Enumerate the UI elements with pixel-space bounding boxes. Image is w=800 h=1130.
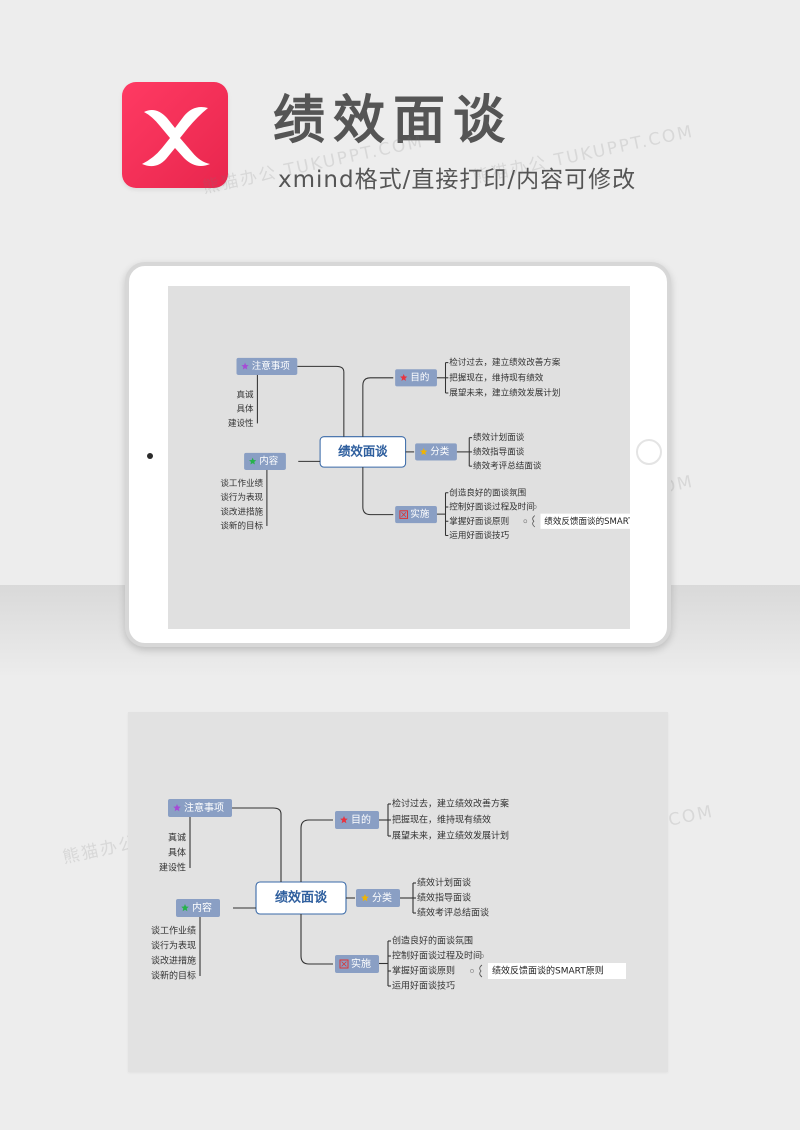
branch-zhuyi — [236, 357, 298, 375]
connector-line — [232, 807, 282, 882]
connector-line — [297, 365, 345, 437]
topic-label: 把握现在，维持现有绩效 — [392, 814, 491, 826]
priority-icon — [341, 961, 347, 967]
topic-label: 真诚 — [168, 832, 186, 844]
topic-label: 谈行为表现 — [220, 491, 263, 503]
branch-mudi — [335, 811, 379, 829]
preview-card: 绩效面谈 注意事项内容 真诚具体建设性谈工作业绩谈行为表现谈改进措施谈新的目标 目的分… — [128, 712, 668, 1072]
topic-label: 掌握好面谈原则 — [449, 515, 509, 527]
callout-box — [540, 513, 630, 529]
topic-label: 谈新的目标 — [151, 970, 196, 982]
home-button — [636, 439, 662, 465]
topic-label: 展望未来，建立绩效发展计划 — [449, 387, 560, 399]
star-icon — [249, 457, 257, 465]
topic-label: 真诚 — [237, 388, 255, 400]
camera-dot — [147, 453, 153, 459]
branch-shishi-label: 实施 — [410, 508, 430, 520]
topic-label: 谈新的目标 — [220, 520, 263, 532]
topic-label: 绩效考评总结面谈 — [417, 907, 489, 919]
priority-icon — [339, 959, 349, 969]
topic-label: 谈改进措施 — [220, 505, 263, 517]
branch-neirong — [244, 452, 286, 470]
star-icon — [400, 374, 408, 381]
priority-icon — [401, 512, 407, 518]
priority-icon — [399, 510, 408, 519]
brace-icon — [479, 964, 483, 978]
topic-label: 绩效指导面谈 — [473, 445, 525, 457]
collapse-dot — [470, 969, 474, 973]
connector-line — [362, 377, 394, 437]
callout-label: 绩效反馈面谈的SMART原则 — [492, 965, 604, 977]
topic-label: 具体 — [168, 847, 186, 859]
branch-zhuyi-label: 注意事项 — [184, 801, 224, 814]
topic-label: 绩效计划面谈 — [417, 877, 471, 889]
page-title: 绩效面谈 — [273, 91, 514, 151]
connector-line — [362, 467, 394, 516]
topic-label: 创造良好的面谈氛围 — [449, 486, 526, 498]
topic-label: 谈工作业绩 — [151, 925, 196, 937]
branch-fenlei-label: 分类 — [430, 445, 450, 457]
branch-mudi — [395, 369, 437, 387]
collapse-dot — [523, 519, 528, 524]
topic-label: 建设性 — [159, 862, 186, 874]
branch-mudi-label: 目的 — [410, 371, 429, 383]
branch-fenlei — [356, 889, 400, 907]
tablet-screen: 绩效面谈 注意事项内容 真诚具体建设性谈工作业绩谈行为表现谈改进措施谈新的目标 目的分… — [168, 286, 630, 629]
collapse-dot — [532, 505, 537, 509]
topic-label: 绩效指导面谈 — [417, 892, 471, 904]
branch-zhuyi-label: 注意事项 — [252, 360, 291, 372]
brace-icon — [532, 515, 536, 528]
topic-label: 谈行为表现 — [151, 940, 196, 952]
branch-neirong-label: 内容 — [192, 901, 212, 914]
star-icon — [241, 362, 249, 370]
branch-neirong — [176, 899, 220, 917]
tablet-frame: 绩效面谈 注意事项内容 真诚具体建设性谈工作业绩谈行为表现谈改进措施谈新的目标 目的分… — [125, 262, 671, 647]
star-icon — [181, 904, 189, 912]
branch-neirong-label: 内容 — [259, 455, 279, 467]
central-topic-label: 绩效面谈 — [338, 443, 388, 458]
branch-mudi-label: 目的 — [351, 813, 371, 826]
topic-label: 创造良好的面谈氛围 — [392, 935, 473, 947]
topic-label: 控制好面谈过程及时间 — [449, 501, 534, 513]
xmind-x-icon — [142, 107, 210, 167]
callout-label: 绩效反馈面谈的SMART原则 — [544, 515, 630, 527]
topic-label: 运用好面谈技巧 — [449, 529, 509, 541]
connector-line — [300, 914, 333, 965]
topic-label: 绩效计划面谈 — [473, 431, 525, 443]
star-icon — [361, 894, 369, 902]
topic-label: 运用好面谈技巧 — [392, 980, 455, 992]
topic-label: 建设性 — [228, 417, 254, 429]
topic-label: 检讨过去，建立绩效改善方案 — [392, 798, 509, 810]
topic-label: 控制好面谈过程及时间 — [392, 950, 482, 962]
central-topic-label: 绩效面谈 — [275, 890, 328, 906]
branch-fenlei-label: 分类 — [372, 891, 392, 904]
topic-label: 展望未来，建立绩效发展计划 — [392, 830, 509, 842]
page-subtitle: xmind格式/直接打印/内容可修改 — [278, 167, 637, 193]
branch-zhuyi — [168, 799, 232, 817]
branch-shishi-label: 实施 — [351, 957, 371, 970]
star-icon — [340, 816, 348, 824]
collapse-dot — [480, 954, 484, 958]
topic-label: 绩效考评总结面谈 — [473, 460, 542, 472]
topic-label: 谈工作业绩 — [220, 477, 263, 489]
topic-label: 把握现在，维持现有绩效 — [449, 371, 543, 383]
topic-label: 检讨过去，建立绩效改善方案 — [449, 356, 561, 368]
connector-line — [300, 819, 333, 882]
star-icon — [420, 448, 428, 455]
branch-fenlei — [415, 443, 457, 461]
topic-label: 谈改进措施 — [151, 955, 196, 967]
topic-label: 掌握好面谈原则 — [392, 965, 455, 977]
topic-label: 具体 — [237, 403, 255, 415]
xmind-logo — [122, 82, 228, 188]
callout-box — [488, 963, 626, 979]
star-icon — [173, 804, 181, 812]
